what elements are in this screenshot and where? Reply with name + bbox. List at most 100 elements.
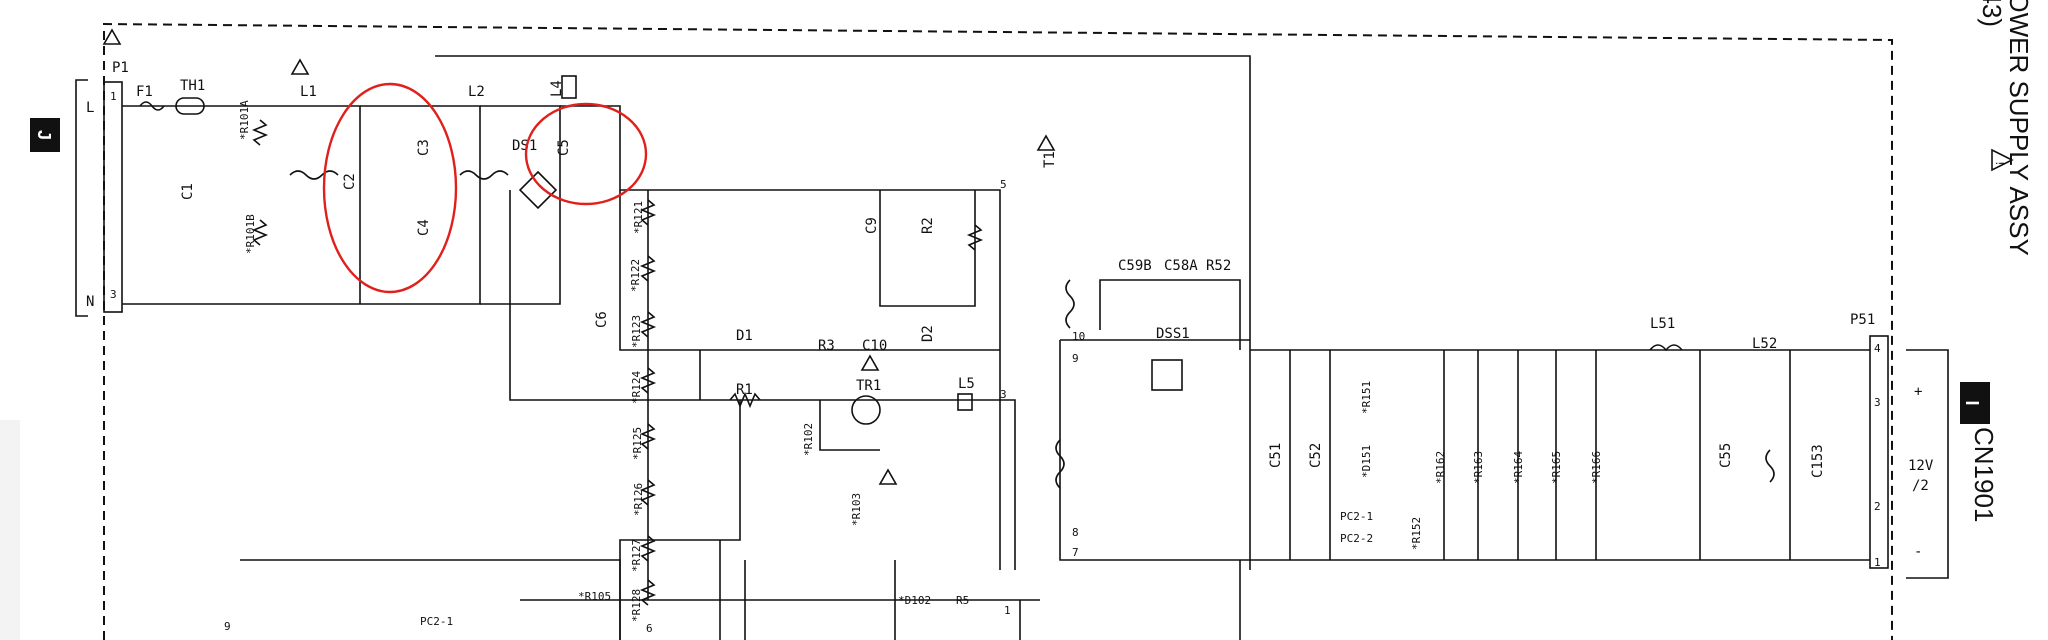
pin-3b: 3 [1000,388,1007,401]
connector-label-cn1901: CN1901 [1969,427,1999,522]
warning-icon [102,28,122,45]
label-p1: P1 [112,60,129,76]
output-voltage-sub: /2 [1912,478,1929,494]
label-r102: *R102 [802,423,815,456]
warning-icon [860,354,880,371]
label-tr1: TR1 [856,378,881,394]
pin-1: 1 [110,90,117,103]
label-f1: F1 [136,84,153,100]
warning-icon [1036,134,1056,151]
transistor-tr1 [851,395,881,425]
label-c4: C4 [416,219,432,236]
label-r103: *R103 [850,493,863,526]
edge-strip [0,420,20,640]
label-r125: *R125 [631,427,644,460]
label-l52: L52 [1752,336,1777,352]
inductor-l4 [561,75,577,99]
label-d102: *D102 [898,594,931,607]
label-r162: *R162 [1434,451,1447,484]
label-l5: L5 [958,376,975,392]
label-dss1: DSS1 [1156,326,1190,342]
label-c10: C10 [862,338,887,354]
label-c52: C52 [1308,443,1324,468]
marker-j-block [30,118,60,152]
header-warning-mark: ! [1993,160,2006,167]
label-c153: C153 [1810,444,1826,478]
label-c1: C1 [180,183,196,200]
label-r165: *R165 [1550,451,1563,484]
pin-9: 9 [1072,352,1079,365]
label-c3: C3 [416,139,432,156]
pin-1c: 1 [1874,556,1881,569]
marker-i-label: I [1962,400,1982,405]
label-r121: *R121 [632,201,645,234]
label-c51: C51 [1268,443,1284,468]
title-line1: POWER SUPPLY ASSY [2004,0,2034,256]
label-c5: C5 [556,139,572,156]
connector-p1 [103,81,123,313]
label-r105: *R105 [578,590,611,603]
pin-9b: 9 [224,620,231,633]
label-r151: *R151 [1360,381,1373,414]
label-pc2-1-top: PC2-1 [420,615,453,628]
label-r166: *R166 [1590,451,1603,484]
label-r163: *R163 [1472,451,1485,484]
label-r101a: *R101A [238,100,251,140]
label-r122: *R122 [629,259,642,292]
label-p51: P51 [1850,312,1875,328]
warning-icon [1991,148,2014,172]
inductor-l5 [957,393,973,411]
thermistor-th1 [175,97,205,115]
dual-diode-dss1 [1151,359,1183,391]
label-c55: C55 [1718,443,1734,468]
pin-10: 10 [1072,330,1085,343]
label-pc2-2: PC2-2 [1340,532,1373,545]
label-r123: *R123 [630,315,643,348]
label-th1: TH1 [180,78,205,94]
highlight-ring-c2-c4 [322,82,458,294]
net-label-neutral: N [86,294,94,310]
pin-1b: 1 [1004,604,1011,617]
output-voltage: 12V [1908,458,1934,474]
output-minus: - [1914,544,1922,560]
title-line2: 443) [1977,0,2007,27]
resistor-r1 [729,391,761,409]
warning-icon [290,58,310,75]
label-r126: *R126 [632,483,645,516]
pin-8: 8 [1072,526,1079,539]
label-c59b: C59B [1118,258,1152,274]
inductor-l51 [1649,344,1683,352]
label-r124: *R124 [630,371,643,404]
pin-6: 6 [646,622,653,635]
pin-2: 2 [1874,500,1881,513]
label-pc2-1: PC2-1 [1340,510,1373,523]
pin-3c: 3 [1874,396,1881,409]
label-d1: D1 [736,328,753,344]
label-r127: *R127 [630,539,643,572]
board-outline [103,22,1893,640]
label-l51: L51 [1650,316,1675,332]
pin-3: 3 [110,288,117,301]
label-d2: D2 [920,325,936,342]
label-r1: R1 [736,382,753,398]
label-t1: T1 [1042,151,1058,168]
pin-4: 4 [1874,342,1881,355]
label-r152: *R152 [1410,517,1423,550]
label-r101b: *R101B [244,214,257,254]
label-r2: R2 [920,217,936,234]
marker-i-block [1960,382,1990,424]
output-plus: + [1914,384,1922,400]
label-r3: R3 [818,338,835,354]
pin-7: 7 [1072,546,1079,559]
marker-j-label: J [34,130,54,140]
inductor-l1 [289,170,339,180]
label-r52: R52 [1206,258,1231,274]
highlight-ring-c5 [524,102,648,206]
label-l2: L2 [468,84,485,100]
label-l1: L1 [300,84,317,100]
label-c6: C6 [594,311,610,328]
label-r5: R5 [956,594,969,607]
net-label-line: L [86,100,94,116]
bridge-rectifier-ds1 [518,170,558,210]
